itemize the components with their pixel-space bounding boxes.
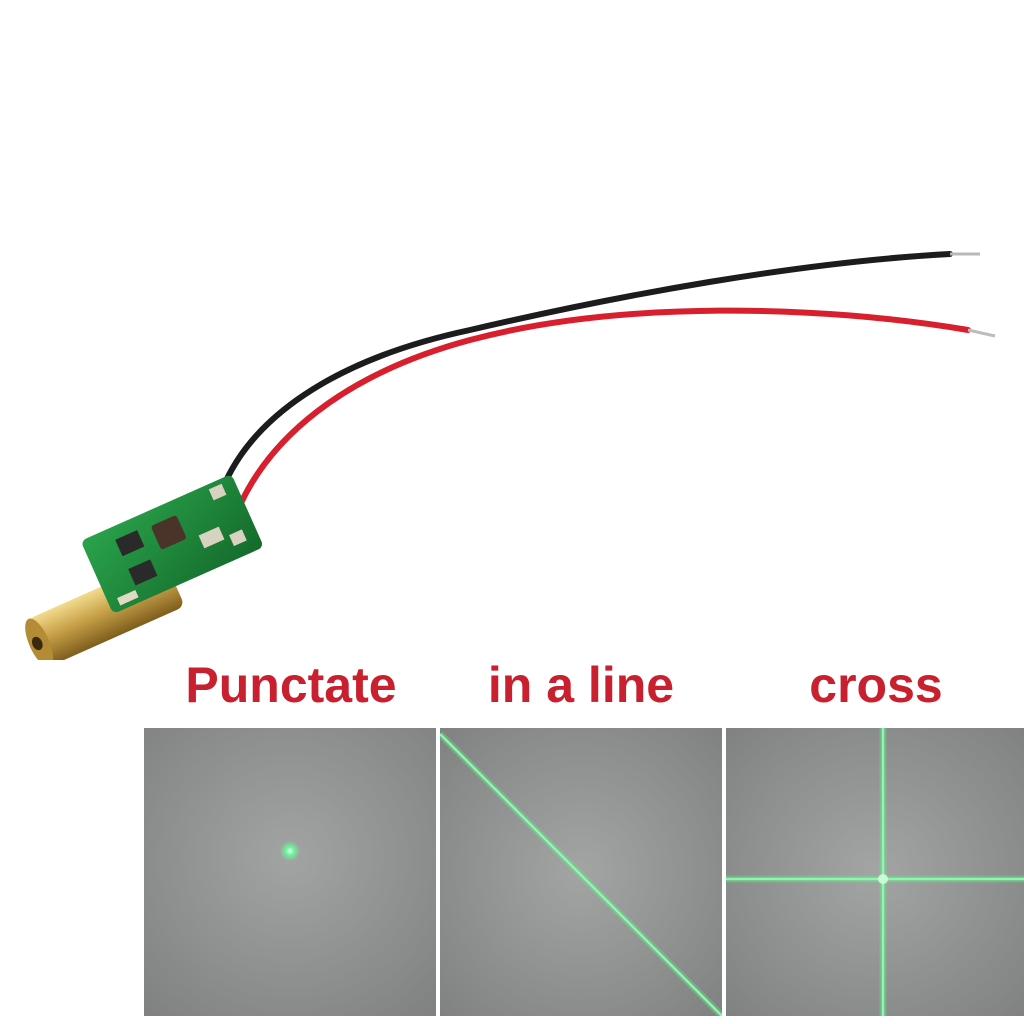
laser-cross-icon <box>726 728 1024 1016</box>
pattern-panel-punctate <box>144 728 436 1016</box>
laser-module-illustration <box>25 251 996 660</box>
laser-diagonal-line-icon <box>440 728 722 1016</box>
black-wire <box>219 251 953 493</box>
pattern-label-line: in a line <box>487 657 675 713</box>
driver-pcb <box>82 475 262 613</box>
red-wire <box>237 307 971 508</box>
pattern-panel-cross <box>726 728 1024 1016</box>
pattern-panel-line <box>440 728 722 1016</box>
red-wire-tip <box>967 328 996 338</box>
pattern-label-punctate: Punctate <box>185 657 397 713</box>
pattern-label-cross: cross <box>809 657 943 713</box>
laser-dot-icon <box>144 728 436 1016</box>
